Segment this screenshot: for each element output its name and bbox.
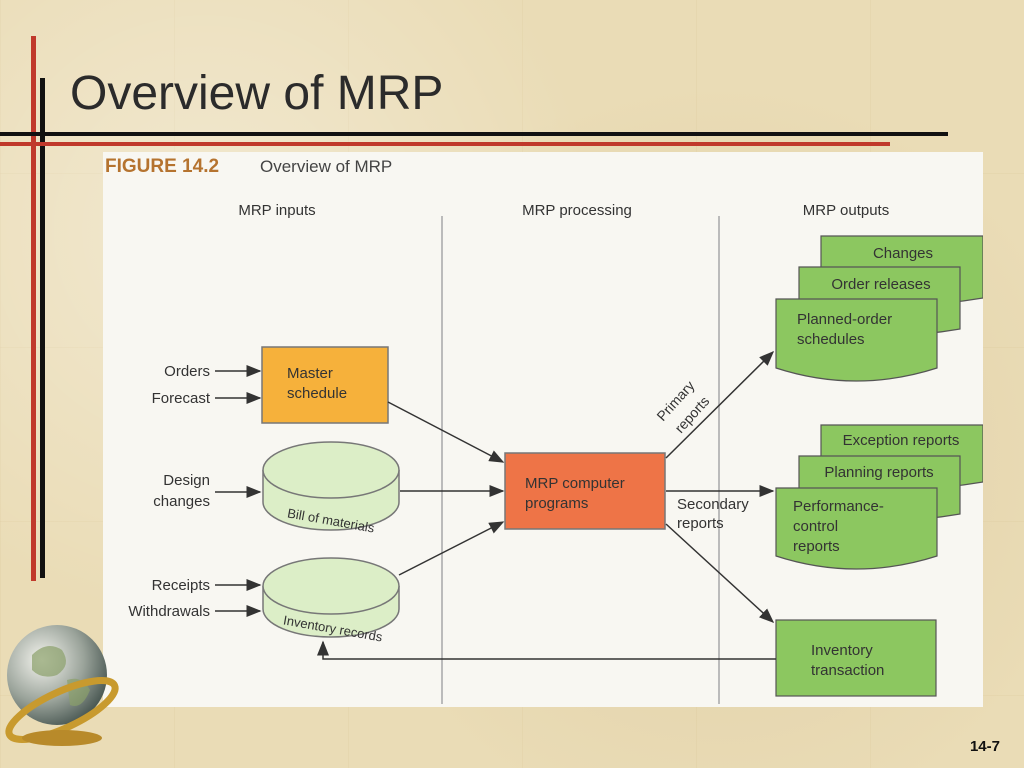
master-schedule-box — [261, 346, 389, 424]
output-exception-reports: Exception reports — [843, 432, 960, 449]
column-processing-heading: MRP processing — [522, 202, 632, 219]
page-number: 14-7 — [969, 738, 1000, 755]
mrp-programs-label-2: programs — [525, 495, 588, 512]
column-outputs-heading: MRP outputs — [803, 202, 889, 219]
output-changes: Changes — [873, 245, 933, 262]
arrow-inventory-to-mrp — [398, 521, 505, 576]
secondary-reports-label-2: reports — [677, 515, 724, 532]
inventory-records-cylinder: Inventory records — [262, 557, 400, 645]
globe-icon — [5, 625, 119, 746]
output-performance-1: Performance- — [793, 498, 884, 515]
figure-label: FIGURE 14.2 — [105, 156, 219, 177]
output-planned-order-2: schedules — [797, 331, 865, 348]
output-planned-order-1: Planned-order — [797, 311, 892, 328]
master-schedule-label-1: Master — [287, 365, 333, 382]
title-underline-red — [0, 142, 890, 146]
mrp-programs-label-1: MRP computer — [525, 475, 625, 492]
feedback-loop-line — [317, 640, 776, 660]
output-performance-3: reports — [793, 538, 840, 555]
output-performance-2: control — [793, 518, 838, 535]
inventory-transaction-label-2: transaction — [811, 662, 884, 679]
figure-caption: Overview of MRP — [260, 157, 392, 176]
bill-of-materials-cylinder: Bill of materials — [262, 441, 400, 536]
slide-title: Overview of MRP — [70, 67, 444, 120]
inventory-transaction-label-1: Inventory — [811, 642, 873, 659]
title-underline-black — [0, 132, 948, 136]
arrow-primary-reports — [665, 350, 775, 459]
arrow-master-to-mrp — [387, 401, 505, 463]
mrp-figure: FIGURE 14.2 Overview of MRP MRP inputs M… — [103, 152, 983, 707]
mrp-programs-box — [504, 452, 666, 530]
output-order-releases: Order releases — [831, 276, 930, 293]
accent-black-vertical-bar — [40, 78, 45, 578]
secondary-output-stack: Exception reports Planning reports Perfo… — [775, 424, 983, 570]
output-planning-reports: Planning reports — [824, 464, 933, 481]
input-forecast: Forecast — [152, 390, 211, 407]
primary-output-stack: Changes Order releases Planned-order sch… — [775, 235, 983, 382]
master-schedule-label-2: schedule — [287, 385, 347, 402]
input-orders: Orders — [164, 363, 210, 380]
input-changes: changes — [153, 493, 210, 510]
inventory-transaction-box — [775, 619, 937, 697]
accent-red-vertical-bar — [31, 36, 36, 581]
arrow-to-inventory-transaction — [665, 523, 775, 624]
secondary-reports-label-1: Secondary — [677, 496, 749, 513]
column-inputs-heading: MRP inputs — [238, 202, 315, 219]
input-design: Design — [163, 472, 210, 489]
input-withdrawals: Withdrawals — [128, 603, 210, 620]
input-receipts: Receipts — [152, 577, 210, 594]
